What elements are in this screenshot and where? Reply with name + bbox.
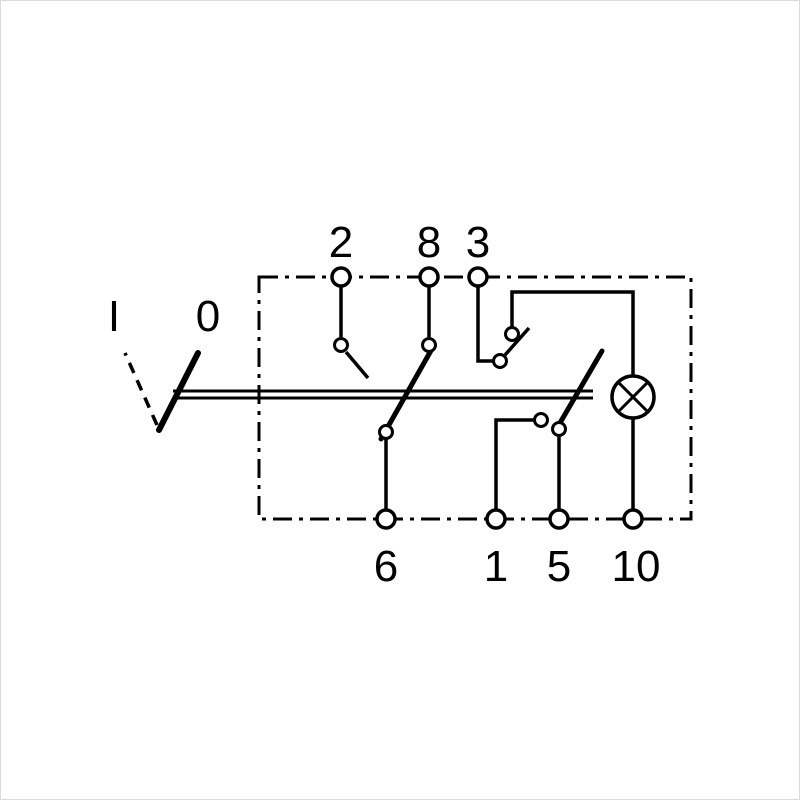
contact-point-3 xyxy=(492,353,508,369)
terminal-3 xyxy=(467,266,489,288)
terminal-label-10: 10 xyxy=(612,542,661,591)
contact-point-2 xyxy=(333,337,349,353)
lamp-icon xyxy=(610,374,656,420)
position-label-0: 0 xyxy=(196,292,220,341)
terminal-label-8: 8 xyxy=(417,218,441,267)
contact-point-lamp-feed xyxy=(504,326,520,342)
terminal-label-5: 5 xyxy=(547,542,571,591)
terminal-label-1: 1 xyxy=(484,542,508,591)
contact-blade-terminal-2 xyxy=(344,350,370,380)
wire-lamp-feed xyxy=(510,290,635,375)
switch-lever-position-0 xyxy=(156,350,201,433)
terminal-label-3: 3 xyxy=(466,218,490,267)
terminal-8 xyxy=(418,266,440,288)
position-label-i: I xyxy=(108,292,120,341)
contact-blade-terminal-3 xyxy=(503,326,531,357)
contact-point-6 xyxy=(378,424,394,440)
terminal-10 xyxy=(622,508,644,530)
wire-terminal-1 xyxy=(494,418,534,510)
switch-lever-position-i xyxy=(123,352,159,426)
contact-point-8 xyxy=(421,337,437,353)
lamp-cross-line-2 xyxy=(616,380,650,414)
terminal-label-2: 2 xyxy=(329,218,353,267)
terminal-label-6: 6 xyxy=(374,542,398,591)
terminal-1 xyxy=(485,508,507,530)
movable-contact-arm-6-8 xyxy=(378,344,436,442)
contact-point-5 xyxy=(551,421,567,437)
wire-terminal-3 xyxy=(476,286,493,363)
contact-point-1 xyxy=(533,412,549,428)
terminal-5 xyxy=(548,508,570,530)
terminal-6 xyxy=(375,508,397,530)
terminal-2 xyxy=(330,266,352,288)
